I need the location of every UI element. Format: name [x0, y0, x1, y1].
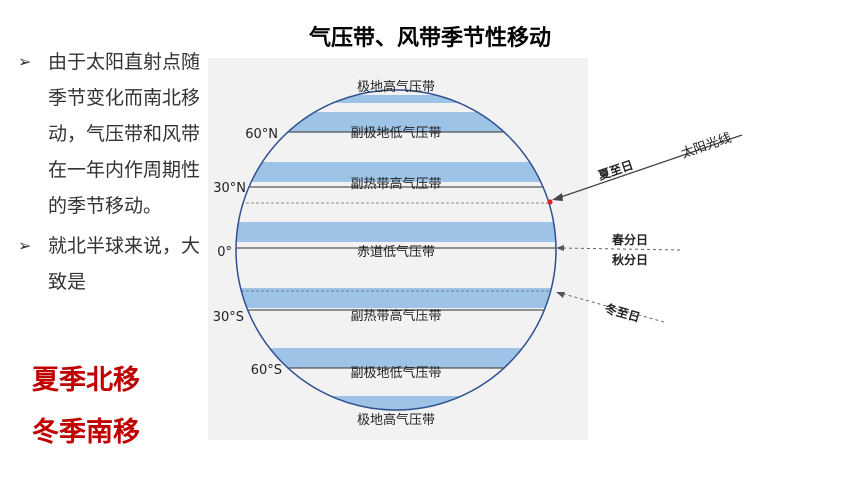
belt-band	[236, 95, 556, 103]
latitude-label: 30°N	[213, 181, 246, 196]
arrow-head-icon	[552, 193, 563, 201]
globe-outline	[235, 89, 557, 411]
sunlight-label: 太阳光线	[679, 131, 733, 162]
summer-solstice-label: 夏至日	[596, 158, 635, 183]
belt-band	[236, 348, 556, 368]
winter-solstice-label: 冬至日	[603, 300, 642, 324]
autumn-equinox-label: 秋分日	[612, 252, 648, 267]
belt-labels: 极地高气压带 副极地低气压带 副热带高气压带 赤道低气压带 副热带高气压带 副极…	[350, 79, 441, 428]
bullet-item: ➢ 就北半球来说，大致是	[16, 228, 216, 300]
arrow-head-icon	[556, 245, 564, 251]
belt-band	[236, 112, 556, 132]
bullet-text: 由于太阳直射点随季节变化而南北移动，气压带和风带在一年内作周期性的季节移动。	[48, 51, 201, 217]
belt-label: 副热带高气压带	[350, 176, 441, 192]
belt-band	[236, 222, 556, 242]
sunlight-ray-equinox	[559, 247, 681, 251]
page-title: 气压带、风带季节性移动	[308, 26, 551, 51]
latitude-label: 60°N	[245, 127, 278, 142]
belt-label: 极地高气压带	[357, 79, 435, 95]
belt-label: 副极地低气压带	[350, 125, 441, 141]
belt-band	[236, 162, 556, 182]
spring-equinox-label: 春分日	[611, 232, 648, 247]
bullet-item: ➢ 由于太阳直射点随季节变化而南北移动，气压带和风带在一年内作周期性的季节移动。	[16, 44, 216, 224]
direct-sun-point	[547, 199, 553, 205]
latitude-label: 0°	[217, 245, 232, 260]
sun-labels: 太阳光线 夏至日 春分日 秋分日 冬至日	[596, 131, 733, 325]
bullet-list: ➢ 由于太阳直射点随季节变化而南北移动，气压带和风带在一年内作周期性的季节移动。…	[16, 44, 216, 300]
sunlight-ray-summer	[557, 134, 743, 199]
belt-label: 极地高气压带	[357, 412, 435, 428]
latitude-label: 60°S	[251, 363, 282, 378]
belt-label: 赤道低气压带	[357, 244, 435, 260]
arrow-bullet-icon: ➢	[18, 236, 32, 255]
arrow-head-icon	[556, 292, 565, 298]
latitude-labels: 60°N 30°N 0° 30°S 60°S	[213, 127, 282, 378]
arrow-bullet-icon: ➢	[18, 52, 32, 71]
belt-band	[236, 288, 556, 308]
belt-band	[236, 396, 556, 410]
highlight-winter-south: 冬季南移	[32, 417, 140, 448]
belt-bands	[236, 95, 556, 410]
belt-label: 副热带高气压带	[350, 308, 441, 324]
highlight-summer-north: 夏季北移	[32, 365, 140, 396]
latitude-label: 30°S	[213, 310, 244, 325]
bullet-text: 就北半球来说，大致是	[48, 235, 201, 293]
belt-label: 副极地低气压带	[350, 365, 441, 381]
